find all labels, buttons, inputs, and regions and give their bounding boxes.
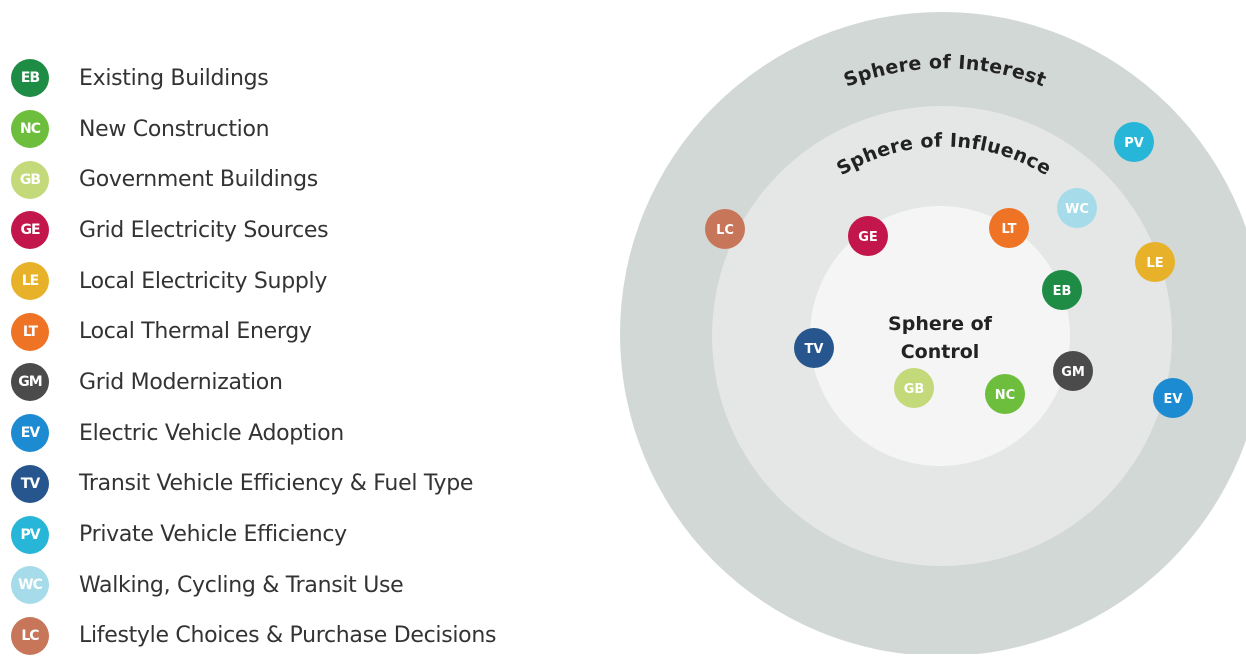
legend-label: Lifestyle Choices & Purchase Decisions — [79, 623, 497, 649]
gb-badge-icon: GB — [11, 160, 49, 199]
svg-text:LC: LC — [716, 223, 734, 238]
lt-badge-icon: LT — [11, 312, 49, 351]
legend-item-local-electricity-supply: LE Local Electricity Supply — [11, 256, 496, 307]
legend-item-private-vehicle-efficiency: PV Private Vehicle Efficiency — [11, 509, 496, 560]
le-marker: LE — [1135, 242, 1175, 282]
lc-marker: LC — [705, 209, 745, 249]
legend-label: Local Electricity Supply — [79, 268, 328, 294]
legend-label: Local Thermal Energy — [79, 319, 312, 345]
nc-marker: NC — [985, 374, 1025, 414]
ge-marker: GE — [848, 216, 888, 256]
ge-badge-icon: GE — [11, 211, 49, 250]
svg-text:EV: EV — [1164, 392, 1183, 407]
legend-item-lifestyle-choices: LC Lifestyle Choices & Purchase Decision… — [11, 611, 496, 661]
pv-badge-icon: PV — [11, 515, 49, 554]
legend-item-walking-cycling-transit: WC Walking, Cycling & Transit Use — [11, 560, 496, 611]
legend-label: New Construction — [79, 116, 270, 142]
svg-text:EB: EB — [1053, 284, 1072, 299]
legend-item-government-buildings: GB Government Buildings — [11, 154, 496, 205]
sphere-of-control-label-line1: Sphere of — [888, 313, 993, 335]
svg-text:PV: PV — [1124, 136, 1144, 151]
svg-text:NC: NC — [995, 388, 1015, 403]
legend-item-new-construction: NC New Construction — [11, 104, 496, 155]
legend-item-existing-buildings: EB Existing Buildings — [11, 53, 496, 104]
svg-text:LT: LT — [1002, 222, 1017, 237]
legend-item-electric-vehicle-adoption: EV Electric Vehicle Adoption — [11, 408, 496, 459]
wc-badge-icon: WC — [11, 566, 49, 605]
svg-text:TV: TV — [805, 342, 824, 357]
eb-marker: EB — [1042, 270, 1082, 310]
legend-item-transit-vehicle-efficiency: TV Transit Vehicle Efficiency & Fuel Typ… — [11, 459, 496, 510]
svg-text:LE: LE — [1146, 256, 1163, 271]
svg-text:GE: GE — [858, 230, 878, 245]
gm-badge-icon: GM — [11, 363, 49, 402]
legend-label: Electric Vehicle Adoption — [79, 420, 344, 446]
eb-badge-icon: EB — [11, 59, 49, 98]
svg-text:WC: WC — [1065, 202, 1089, 217]
legend-label: Grid Modernization — [79, 369, 283, 395]
legend-item-local-thermal-energy: LT Local Thermal Energy — [11, 306, 496, 357]
legend-label: Grid Electricity Sources — [79, 217, 329, 243]
gm-marker: GM — [1053, 351, 1093, 391]
svg-text:GM: GM — [1061, 365, 1085, 380]
sphere-of-control-ring — [810, 206, 1070, 466]
lt-marker: LT — [989, 208, 1029, 248]
legend-item-grid-modernization: GM Grid Modernization — [11, 357, 496, 408]
legend-item-grid-electricity-sources: GE Grid Electricity Sources — [11, 205, 496, 256]
legend-label: Existing Buildings — [79, 65, 269, 91]
legend-label: Private Vehicle Efficiency — [79, 522, 347, 548]
tv-badge-icon: TV — [11, 464, 49, 503]
ev-marker: EV — [1153, 378, 1193, 418]
legend-label: Transit Vehicle Efficiency & Fuel Type — [79, 471, 474, 497]
le-badge-icon: LE — [11, 262, 49, 301]
sphere-of-control-label-line2: Control — [901, 341, 980, 363]
nc-badge-icon: NC — [11, 110, 49, 149]
wc-marker: WC — [1057, 188, 1097, 228]
legend-label: Government Buildings — [79, 167, 318, 193]
legend: EB Existing Buildings NC New Constructio… — [11, 53, 496, 661]
tv-marker: TV — [794, 328, 834, 368]
svg-text:GB: GB — [904, 382, 925, 397]
legend-label: Walking, Cycling & Transit Use — [79, 572, 404, 598]
lc-badge-icon: LC — [11, 616, 49, 655]
ev-badge-icon: EV — [11, 414, 49, 453]
gb-marker: GB — [894, 368, 934, 408]
pv-marker: PV — [1114, 122, 1154, 162]
